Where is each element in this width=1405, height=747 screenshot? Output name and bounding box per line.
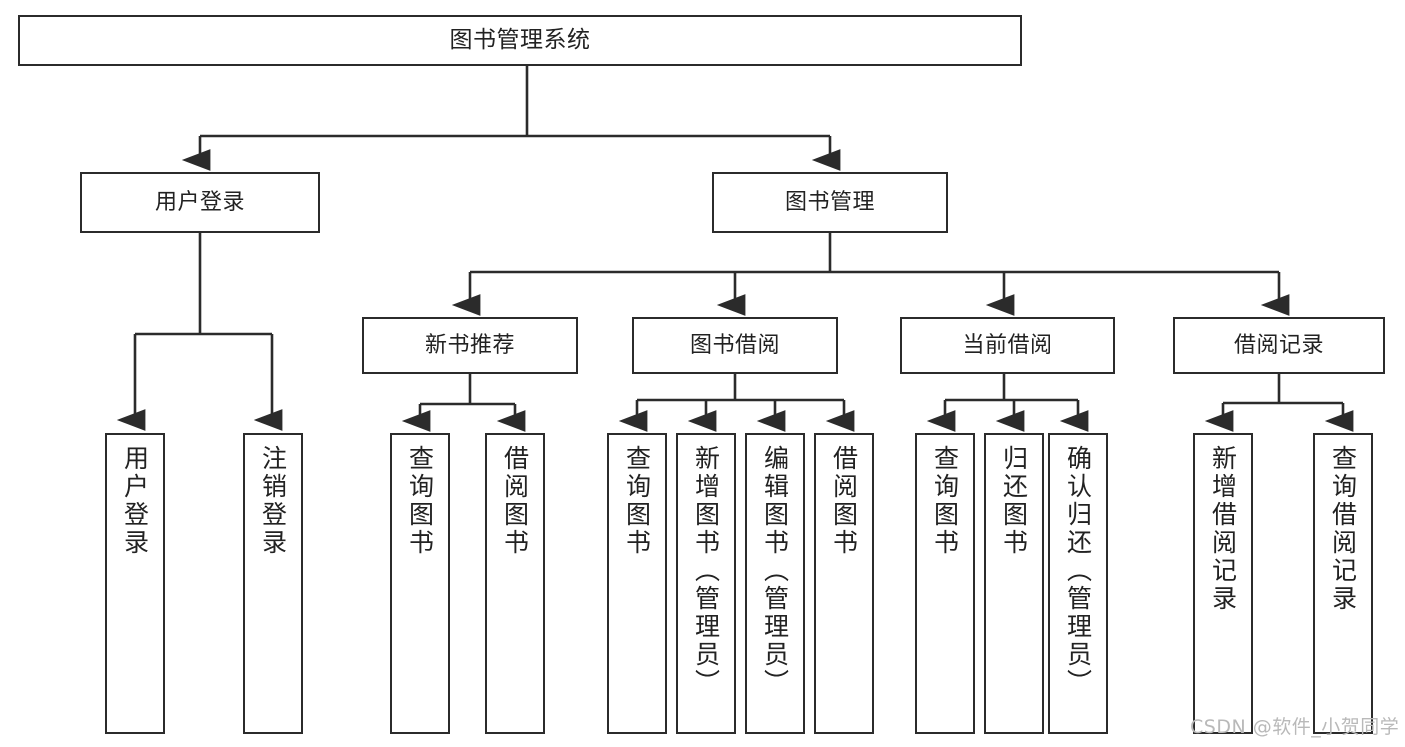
node-label: 查询图书 xyxy=(930,445,960,557)
leaf-book-borrow-edit-book-admin[interactable]: 编辑图书（管理员） xyxy=(745,433,805,734)
leaf-new-book-query-books[interactable]: 查询图书 xyxy=(390,433,450,734)
node-label: 注销登录 xyxy=(258,445,288,557)
leaf-borrow-record-add-record[interactable]: 新增借阅记录 xyxy=(1193,433,1253,734)
node-current-borrow[interactable]: 当前借阅 xyxy=(900,317,1115,374)
node-label: 图书管理系统 xyxy=(449,26,591,53)
node-book-management[interactable]: 图书管理 xyxy=(712,172,948,233)
leaf-user-login-signin[interactable]: 用户登录 xyxy=(105,433,165,734)
node-label: 归还图书 xyxy=(999,445,1029,557)
node-new-book-recommend[interactable]: 新书推荐 xyxy=(362,317,578,374)
leaf-current-borrow-confirm-return-admin[interactable]: 确认归还（管理员） xyxy=(1048,433,1108,734)
node-label: 图书管理 xyxy=(784,189,875,215)
node-label: 借阅图书 xyxy=(500,445,530,557)
leaf-book-borrow-add-book-admin[interactable]: 新增图书（管理员） xyxy=(676,433,736,734)
node-label: 新增图书（管理员） xyxy=(691,445,721,697)
node-label: 新增借阅记录 xyxy=(1208,445,1238,613)
node-label: 用户登录 xyxy=(154,189,245,215)
node-label: 用户登录 xyxy=(120,445,150,557)
leaf-borrow-record-query-record[interactable]: 查询借阅记录 xyxy=(1313,433,1373,734)
node-root-book-management-system[interactable]: 图书管理系统 xyxy=(18,15,1022,66)
leaf-book-borrow-query-books[interactable]: 查询图书 xyxy=(607,433,667,734)
node-user-login[interactable]: 用户登录 xyxy=(80,172,320,233)
node-label: 查询图书 xyxy=(405,445,435,557)
node-borrow-record[interactable]: 借阅记录 xyxy=(1173,317,1385,374)
node-label: 编辑图书（管理员） xyxy=(760,445,790,697)
node-label: 查询借阅记录 xyxy=(1328,445,1358,613)
node-label: 查询图书 xyxy=(622,445,652,557)
node-label: 图书借阅 xyxy=(689,332,780,358)
leaf-user-login-signout[interactable]: 注销登录 xyxy=(243,433,303,734)
node-label: 新书推荐 xyxy=(424,332,515,358)
leaf-current-borrow-return-books[interactable]: 归还图书 xyxy=(984,433,1044,734)
leaf-book-borrow-borrow-books[interactable]: 借阅图书 xyxy=(814,433,874,734)
node-label: 借阅记录 xyxy=(1233,332,1324,358)
node-book-borrow[interactable]: 图书借阅 xyxy=(632,317,838,374)
leaf-current-borrow-query-books[interactable]: 查询图书 xyxy=(915,433,975,734)
node-label: 借阅图书 xyxy=(829,445,859,557)
leaf-new-book-borrow-books[interactable]: 借阅图书 xyxy=(485,433,545,734)
csdn-watermark: CSDN @软件_小贺同学 xyxy=(1190,716,1400,738)
node-label: 当前借阅 xyxy=(962,332,1053,358)
node-label: 确认归还（管理员） xyxy=(1063,445,1093,697)
